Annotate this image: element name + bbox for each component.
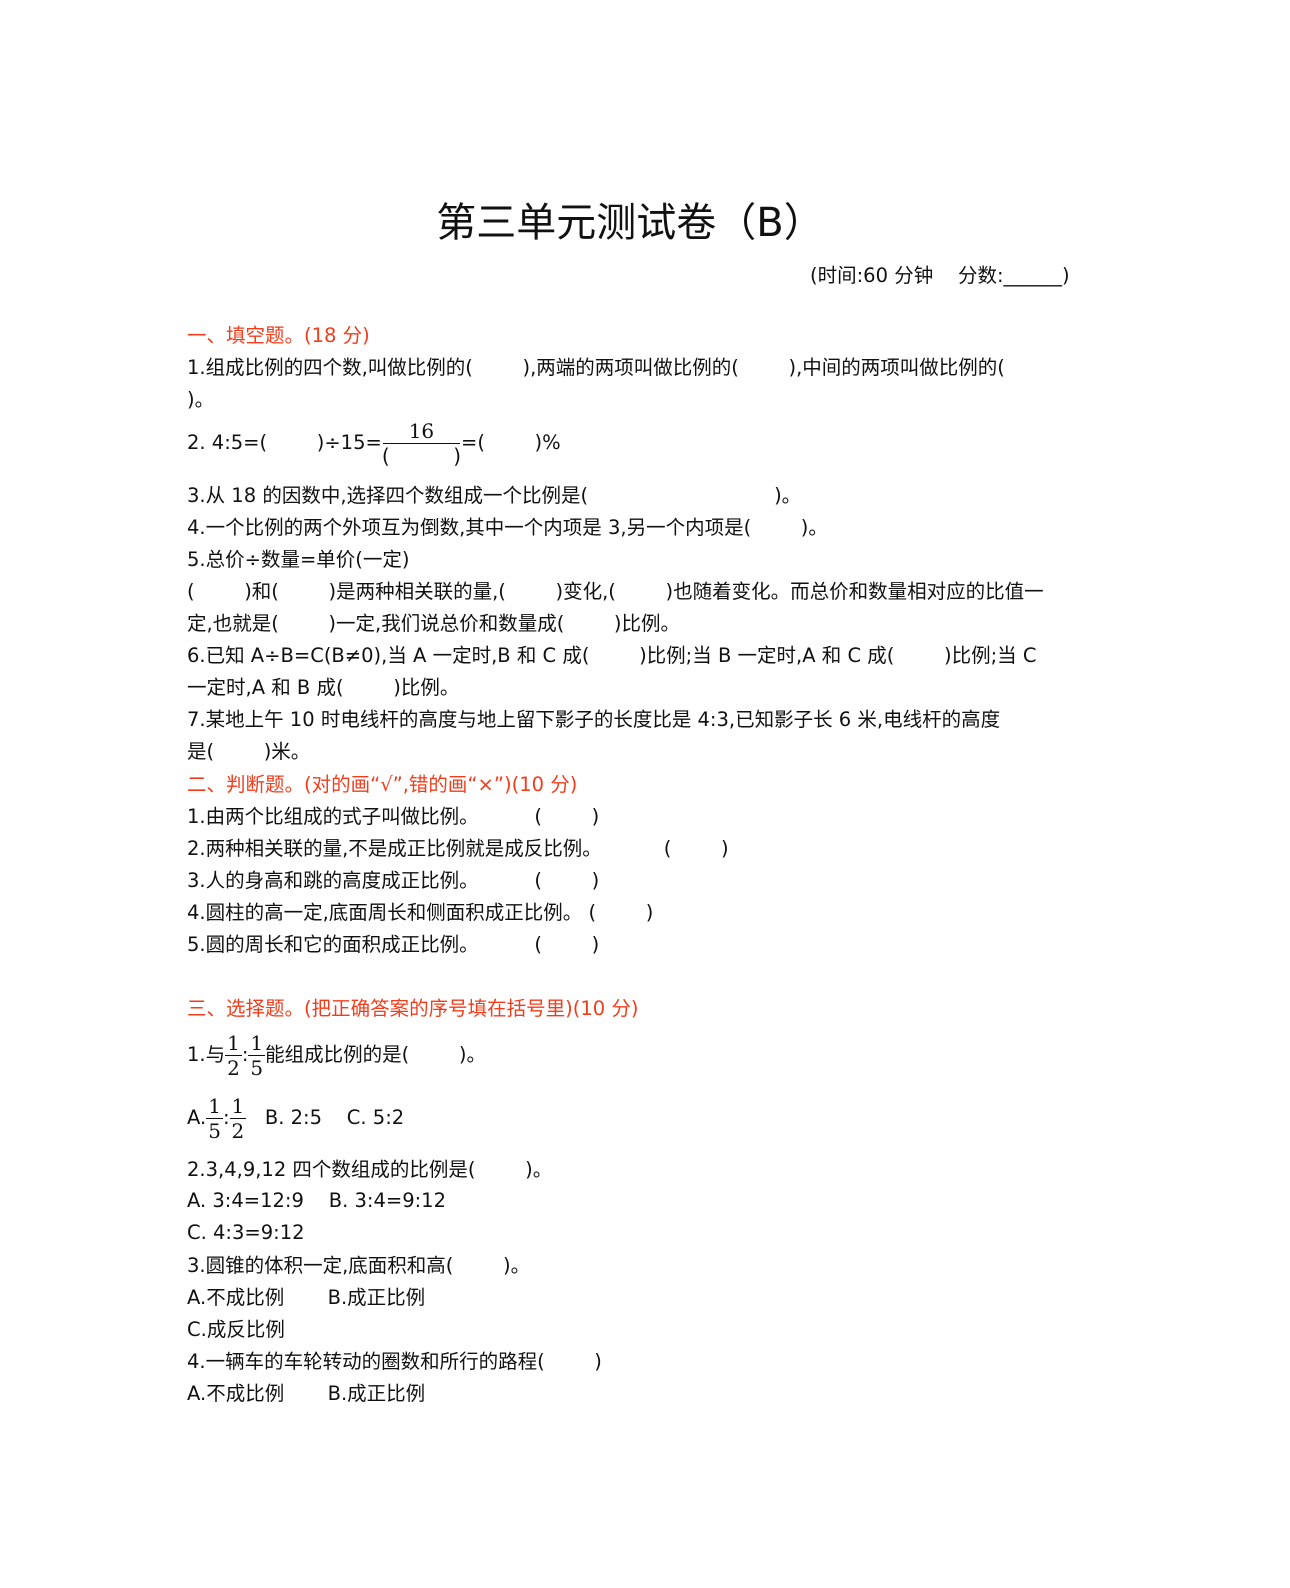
- numerator: 16: [382, 419, 461, 444]
- denominator: 2: [231, 1119, 245, 1143]
- s3-line: A.不成比例 B.成正比例: [187, 1286, 426, 1309]
- denominator: ( ): [381, 444, 462, 468]
- s3-line: 2.3,4,9,12 四个数组成的比例是( )。: [187, 1158, 553, 1181]
- s1-line: 3.从 18 的因数中,选择四个数组成一个比例是( )。: [187, 484, 802, 507]
- option-a-label: A.: [187, 1106, 207, 1129]
- s1-line: 5.总价÷数量=单价(一定): [187, 548, 410, 571]
- page-title: 第三单元测试卷（B）: [436, 200, 824, 246]
- s1-line: 1.组成比例的四个数,叫做比例的( ),两端的两项叫做比例的( ),中间的两项叫…: [187, 356, 1005, 379]
- ratio-sep: :: [241, 1043, 249, 1066]
- numerator: 1: [225, 1031, 242, 1056]
- s3-line: A. 3:4=12:9 B. 3:4=9:12: [187, 1189, 446, 1212]
- q2-suffix: =( )%: [461, 431, 561, 454]
- q2-prefix: 2. 4:5=( )÷15=: [187, 431, 382, 454]
- section3-heading: 三、选择题。(把正确答案的序号填在括号里)(10 分): [187, 997, 639, 1020]
- q1-suffix: 能组成比例的是( )。: [265, 1043, 486, 1066]
- time-score-line: (时间:60 分钟 分数:______): [810, 264, 1070, 287]
- s1-line: ( )和( )是两种相关联的量,( )变化,( )也随着变化。而总价和数量相对应…: [187, 580, 1044, 603]
- s2-line: 1.由两个比组成的式子叫做比例。 ( ): [187, 805, 600, 828]
- denominator: 2: [227, 1056, 240, 1080]
- s2-line: 4.圆柱的高一定,底面周长和侧面积成正比例。 ( ): [187, 901, 654, 924]
- s3-line: 3.圆锥的体积一定,底面积和高( )。: [187, 1254, 531, 1277]
- numerator: 1: [248, 1031, 266, 1056]
- numerator: 1: [229, 1094, 247, 1119]
- s2-line: 3.人的身高和跳的高度成正比例。 ( ): [187, 869, 600, 892]
- s1-q2: 2. 4:5=( )÷15=16( )=( )%: [187, 418, 561, 468]
- s1-line: 4.一个比例的两个外项互为倒数,其中一个内项是 3,另一个内项是( )。: [187, 516, 828, 539]
- q1-prefix: 1.与: [187, 1043, 226, 1066]
- s1-line: 一定时,A 和 B 成( )比例。: [187, 676, 460, 699]
- q2-fraction: 16( ): [382, 419, 461, 468]
- s1-line: 是( )米。: [187, 740, 311, 763]
- options-bc: B. 2:5 C. 5:2: [246, 1106, 405, 1129]
- s1-line: )。: [187, 388, 215, 411]
- ratio-sep: :: [222, 1106, 230, 1129]
- s2-line: 5.圆的周长和它的面积成正比例。 ( ): [187, 933, 600, 956]
- numerator: 1: [206, 1094, 223, 1119]
- denominator: 5: [250, 1056, 264, 1080]
- s2-line: 2.两种相关联的量,不是成正比例就是成反比例。 ( ): [187, 837, 729, 860]
- section2-heading: 二、判断题。(对的画“√”,错的画“×”)(10 分): [187, 773, 578, 796]
- s3-line: C.成反比例: [187, 1318, 285, 1341]
- section1-heading: 一、填空题。(18 分): [187, 324, 370, 347]
- s3-line: C. 4:3=9:12: [187, 1221, 305, 1244]
- s1-line: 6.已知 A÷B=C(B≠0),当 A 一定时,B 和 C 成( )比例;当 B…: [187, 644, 1037, 667]
- s1-line: 7.某地上午 10 时电线杆的高度与地上留下影子的长度比是 4:3,已知影子长 …: [187, 708, 1001, 731]
- denominator: 5: [208, 1119, 221, 1143]
- s3-line: A.不成比例 B.成正比例: [187, 1382, 426, 1405]
- s3-line: 4.一辆车的车轮转动的圈数和所行的路程( ): [187, 1350, 602, 1373]
- s1-line: 定,也就是( )一定,我们说总价和数量成( )比例。: [187, 612, 681, 635]
